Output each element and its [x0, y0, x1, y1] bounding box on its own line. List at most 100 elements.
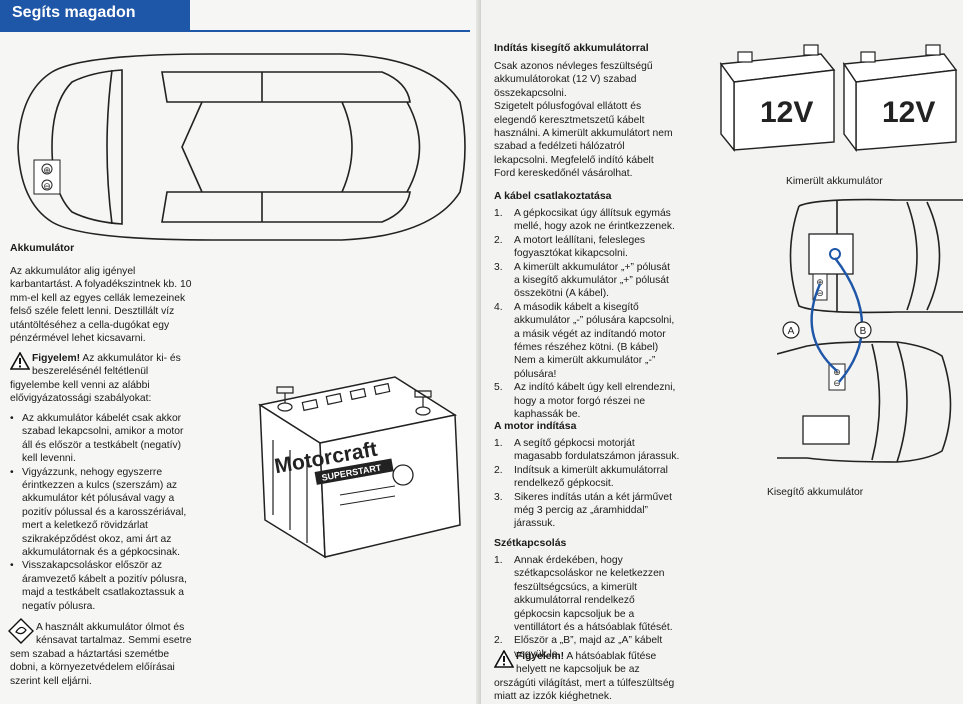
step-line: járassuk. [514, 518, 556, 530]
warning-label: Figyelem! [516, 651, 565, 662]
env-line: kénsavat tartalmaz. Semmi esetre [36, 635, 192, 647]
list-item: 1. A gépkocsikat úgy állítsuk egymás mel… [494, 207, 724, 234]
minus-terminal-mark: ⊖ [833, 378, 841, 388]
bullet-line: akkumulátor két pólusával vagy a [22, 493, 175, 505]
step-line: a kisegítő akkumulátor „+” pólusát [514, 275, 669, 287]
page-title: Segíts magadon [12, 4, 136, 21]
step-line: A kimerült akkumulátor „+” pólusát [514, 261, 670, 273]
car-plus-mark: ⊕ [43, 165, 51, 175]
cable-a-line [810, 283, 838, 372]
step-line: hogy a motor forgó részei ne [514, 395, 646, 407]
step-number: 2. [494, 635, 503, 647]
disconnect-heading: Szétkapcsolás [494, 537, 567, 549]
battery-intro-line: mm-el kell az egyes cellák lemezeinek [10, 292, 186, 304]
cable-b-label: B [860, 326, 867, 337]
car-minus-mark: ⊖ [43, 181, 51, 191]
jump-start-diagram: ⊕ ⊖ ⊕ ⊖ A B [777, 198, 963, 463]
intro-line: akkumulátorokat (12 V) szabad [494, 74, 637, 86]
step-line: A segítő gépkocsi motorját [514, 438, 635, 449]
list-item: Visszakapcsoláskor először az áramvezető… [8, 559, 248, 613]
intro-line: használni. A kimerült akkumulátort nem [494, 128, 673, 140]
bullet-line: Visszakapcsoláskor először az [22, 560, 163, 572]
jump-start-heading: Indítás kisegítő akkumulátorral [494, 42, 649, 54]
connect-steps: 1. A gépkocsikat úgy állítsuk egymás mel… [494, 207, 724, 422]
bullet-line: negatív pólusra. [22, 600, 96, 612]
step-number: 2. [494, 464, 503, 476]
warning-line: Az akkumulátor ki- és [80, 353, 181, 364]
step-line: Nem a kimerült akkumulátor „-” [514, 355, 656, 367]
list-item: 3. A kimerült akkumulátor „+” pólusát a … [494, 261, 724, 301]
intro-line: Szigetelt pólusfogóval ellátott és [494, 101, 642, 113]
warning-line: elővigyázatossági szabályokat: [10, 393, 152, 405]
battery-warning: Figyelem! Az akkumulátor ki- és beszerel… [10, 352, 240, 406]
battery-intro-line: felső széle felett lenni. Desztillált ví… [10, 306, 175, 318]
step-line: Annak érdekében, hogy [514, 555, 623, 566]
bullet-line: akkumulátornak és a gépkocsinak. [22, 547, 180, 559]
step-line: akkumulátor „-” pólusára kapcsolni, [514, 315, 675, 327]
bullet-line: szikraképződést okoz, ami árt az [22, 533, 172, 545]
step-line: pólusára! [514, 368, 557, 380]
intro-line: Ford kereskedőnél vásárolhat. [494, 168, 633, 180]
list-item: Vigyázzunk, nehogy egyszerre érintkezzen… [8, 466, 248, 560]
list-item: 2. Indítsuk a kimerült akkumulátorral re… [494, 464, 724, 491]
bullet-line: szabad lekapcsolni, amikor a motor [22, 426, 184, 438]
engine-start-steps: 1. A segítő gépkocsi motorját magasabb f… [494, 437, 724, 531]
env-line: sem szabad a háztartási szemétbe [10, 648, 170, 660]
list-item: 2. A motort leállítani, felesleges fogya… [494, 234, 724, 261]
booster-battery-caption: Kisegítő akkumulátor [767, 487, 864, 498]
step-line: összekötni (A kábel). [514, 288, 610, 300]
step-line: kaphassák be. [514, 409, 581, 421]
disconnect-warning: Figyelem! A hátsóablak fűtése helyett ne… [494, 650, 734, 704]
intro-line: lekapcsolni. Megfelelő indító kábelt [494, 154, 654, 166]
bullet-line: áll és először a testkábelt (negatív) [22, 439, 182, 451]
bullet-line: mert a keletkező rövidzárlat [22, 520, 148, 532]
step-line: A gépkocsikat úgy állítsuk egymás [514, 208, 671, 219]
bullet-line: Az akkumulátor kábelét csak akkor [22, 413, 182, 424]
step-line: feszültségcsúcs, a kimerült [514, 581, 638, 593]
motorcraft-battery-illustration: Motorcraft SUPERSTART [258, 376, 461, 559]
bullet-line: kell levenni. [22, 453, 76, 465]
warning-line: figyelembe kell venni az alábbi [10, 379, 150, 391]
intro-line: szabad a fedélzeti hálózatról [494, 141, 625, 153]
minus-terminal-mark: ⊖ [816, 288, 824, 298]
step-line: A motort leállítani, felesleges [514, 234, 646, 246]
disconnect-steps: 1. Annak érdekében, hogy szétkapcsolásko… [494, 554, 724, 661]
step-line: még 3 percig az „áramhiddal” [514, 505, 648, 517]
environment-icon [8, 618, 34, 644]
list-item: 3. Sikeres indítás után a két járművet m… [494, 491, 724, 531]
battery-voltage-label: 12V [882, 96, 935, 129]
env-line: dobni, a környezetvédelem előírásai [10, 662, 175, 674]
battery-rules-list: Az akkumulátor kábelét csak akkor szabad… [8, 412, 248, 613]
bullet-line: pozitív pólussal és a karosszériával, [22, 506, 187, 518]
battery-intro-line: utántöltéséhez a cella-dugókat egy [10, 319, 170, 331]
step-number: 3. [494, 491, 503, 503]
step-line: Sikeres indítás után a két járművet [514, 491, 672, 503]
discharged-battery-caption: Kimerült akkumulátor [786, 176, 883, 187]
warning-icon [494, 650, 514, 668]
list-item: 4. A második kábelt a kisegítő akkumulát… [494, 301, 724, 381]
environment-note: A használt akkumulátor ólmot és kénsavat… [10, 621, 230, 688]
plus-terminal-mark: ⊕ [816, 277, 824, 287]
step-line: Az indító kábelt úgy kell elrendezni, [514, 382, 676, 394]
step-line: ventillátort és a hátsóablak fűtését. [514, 622, 673, 634]
step-line: Először a „B”, majd az „A” kábelt [514, 635, 663, 647]
cable-b-line [834, 257, 864, 383]
step-line: gépkocsin kapcsoljuk be a [514, 608, 635, 620]
section-banner: Segíts magadon [0, 0, 190, 30]
battery-voltage-label: 12V [760, 96, 813, 129]
warning-line: helyett ne kapcsoljuk be az [516, 664, 640, 676]
bullet-line: áramvezető kábelt a pozitív pólusra, [22, 573, 187, 585]
step-number: 4. [494, 301, 503, 313]
battery-intro-line: Az akkumulátor alig igényel [10, 266, 136, 277]
battery-intro: Az akkumulátor alig igényel karbantartás… [10, 265, 191, 345]
step-line: mellé, hogy azok ne érintkezzenek. [514, 221, 675, 233]
warning-line: beszerelésénél feltétlenül [32, 366, 149, 378]
warning-line: A hátsóablak fűtése [564, 651, 657, 662]
list-item: 5. Az indító kábelt úgy kell elrendezni,… [494, 381, 724, 421]
warning-line: miatt az izzók kiéghetnek. [494, 691, 612, 703]
step-line: magasabb fordulatszámon járassuk. [514, 451, 680, 463]
banner-rule [0, 30, 470, 32]
left-page: Segíts magadon ⊕ ⊖ Akkumulátor Az akkumu… [0, 0, 480, 704]
battery-intro-line: karbantartást. A folyadékszintnek kb. 10 [10, 279, 192, 291]
step-number: 1. [494, 438, 503, 449]
